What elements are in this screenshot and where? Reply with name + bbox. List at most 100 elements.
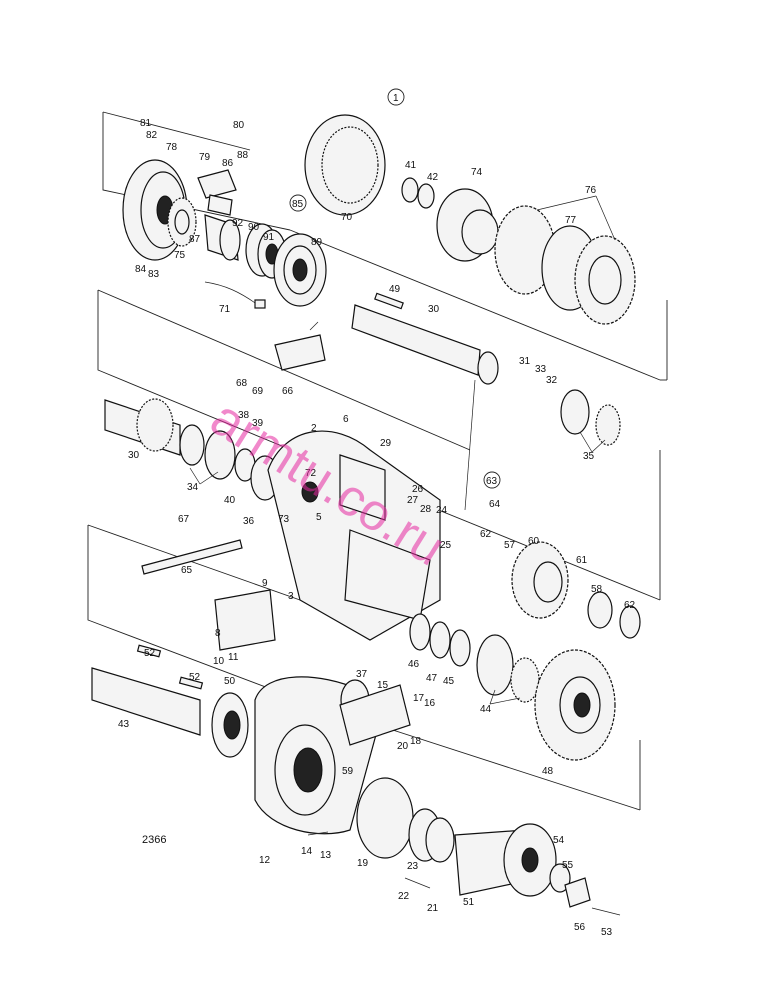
callout-label: 10 — [213, 656, 225, 667]
bracket-79 — [197, 169, 237, 216]
callout-label: 55 — [562, 860, 574, 871]
callout-label: 40 — [224, 495, 236, 506]
callout-label: 3 — [288, 591, 294, 602]
callout-label: 13 — [320, 850, 332, 861]
callout-label: 29 — [380, 438, 392, 449]
callout-label: 82 — [146, 130, 158, 141]
callout-label: 44 — [480, 704, 492, 715]
callout-label: 67 — [178, 514, 190, 525]
bearing-35 — [560, 389, 621, 446]
callout-label: 22 — [398, 891, 410, 902]
leader-lines — [189, 195, 616, 705]
callout-label: 16 — [424, 698, 436, 709]
bolt-53 — [591, 907, 621, 916]
callout-label: 19 — [357, 858, 369, 869]
shift-lever-66 — [274, 321, 326, 371]
callout-label: 57 — [504, 540, 516, 551]
callout-label: 60 — [528, 536, 540, 547]
callout-label: 35 — [583, 451, 595, 462]
callout-label: 70 — [341, 212, 353, 223]
washer-41-42 — [401, 177, 435, 209]
callout-label: 81 — [140, 118, 152, 129]
callout-label: 80 — [233, 120, 245, 131]
gearbox-case-2 — [267, 430, 441, 641]
callout-label: 92 — [232, 218, 244, 229]
figure-number: 2366 — [142, 834, 167, 846]
callout-label: 24 — [436, 505, 448, 516]
bolt-13-14 — [307, 831, 329, 836]
callout-label: 63 — [486, 476, 498, 487]
callout-label: 54 — [553, 835, 565, 846]
callout-label: 53 — [601, 927, 613, 938]
callout-label: 64 — [489, 499, 501, 510]
gasket-37-15 — [339, 679, 411, 746]
callout-label: 11 — [228, 652, 239, 663]
callout-label: 20 — [397, 741, 409, 752]
shaft-30-upper — [351, 292, 499, 385]
callout-label: 45 — [443, 676, 455, 687]
bolt-21-22 — [404, 877, 431, 889]
callout-label: 72 — [305, 468, 317, 479]
rod-65 — [141, 539, 243, 575]
gear-48 — [534, 649, 616, 761]
seal-rings-46-47-45 — [409, 613, 471, 667]
callout-label: 89 — [311, 237, 323, 248]
assembly-frame-top — [102, 111, 668, 381]
callout-label: 8 — [215, 628, 221, 639]
callout-label: 27 — [407, 495, 419, 506]
callout-label: 84 — [135, 264, 147, 275]
callout-label: 5 — [316, 512, 322, 523]
callout-label: 87 — [189, 234, 201, 245]
callout-label: 62 — [480, 529, 492, 540]
flange-19 — [356, 777, 455, 863]
callout-label: 25 — [440, 540, 452, 551]
callout-label: 9 — [262, 578, 268, 589]
callout-label: 56 — [574, 922, 586, 933]
callout-label: 47 — [426, 673, 438, 684]
callout-label: 17 — [413, 693, 425, 704]
callout-label: 39 — [252, 418, 264, 429]
callout-label: 6 — [343, 414, 349, 425]
callout-label: 1 — [393, 93, 399, 104]
callout-label: 38 — [238, 410, 250, 421]
callout-label: 50 — [224, 676, 236, 687]
callout-label: 69 — [252, 386, 264, 397]
friction-disc-76-77 — [494, 205, 636, 325]
callout-label: 18 — [410, 736, 422, 747]
callout-label: 74 — [471, 167, 483, 178]
gear-74 — [436, 188, 499, 262]
cover-plate-9 — [214, 589, 276, 651]
gear-60 — [511, 541, 569, 619]
hose-71 — [204, 281, 266, 309]
callout-label: 12 — [259, 855, 271, 866]
bearing-58-62 — [587, 591, 641, 639]
callout-label: 28 — [420, 504, 432, 515]
callout-label: 36 — [243, 516, 255, 527]
housing-89 — [273, 233, 327, 307]
washer-54-55 — [549, 863, 591, 908]
callout-label: 48 — [542, 766, 554, 777]
output-shaft-43 — [91, 644, 204, 736]
callout-label: 37 — [356, 669, 368, 680]
callout-label: 30 — [428, 304, 440, 315]
gear-shaft-30-lower — [104, 398, 181, 456]
callout-label: 75 — [174, 250, 186, 261]
callout-label: 59 — [342, 766, 354, 777]
callout-label: 41 — [405, 160, 417, 171]
callout-label: 23 — [407, 861, 419, 872]
callout-label: 51 — [463, 897, 475, 908]
callout-label: 86 — [222, 158, 234, 169]
callout-label: 31 — [519, 356, 531, 367]
callout-label: 52 — [144, 648, 156, 659]
callout-label: 61 — [576, 555, 588, 566]
callout-label: 52 — [189, 672, 201, 683]
shift-rod-24 — [464, 379, 476, 511]
bearing-50 — [211, 692, 249, 758]
callout-label: 71 — [219, 304, 231, 315]
callout-labels: 1 81 82 78 80 88 79 86 85 41 42 74 76 77… — [118, 88, 636, 938]
callout-label: 78 — [166, 142, 178, 153]
callout-label: 58 — [591, 584, 603, 595]
callout-label: 85 — [292, 199, 304, 210]
gear-75 — [167, 197, 197, 247]
bearing-44 — [476, 634, 540, 703]
